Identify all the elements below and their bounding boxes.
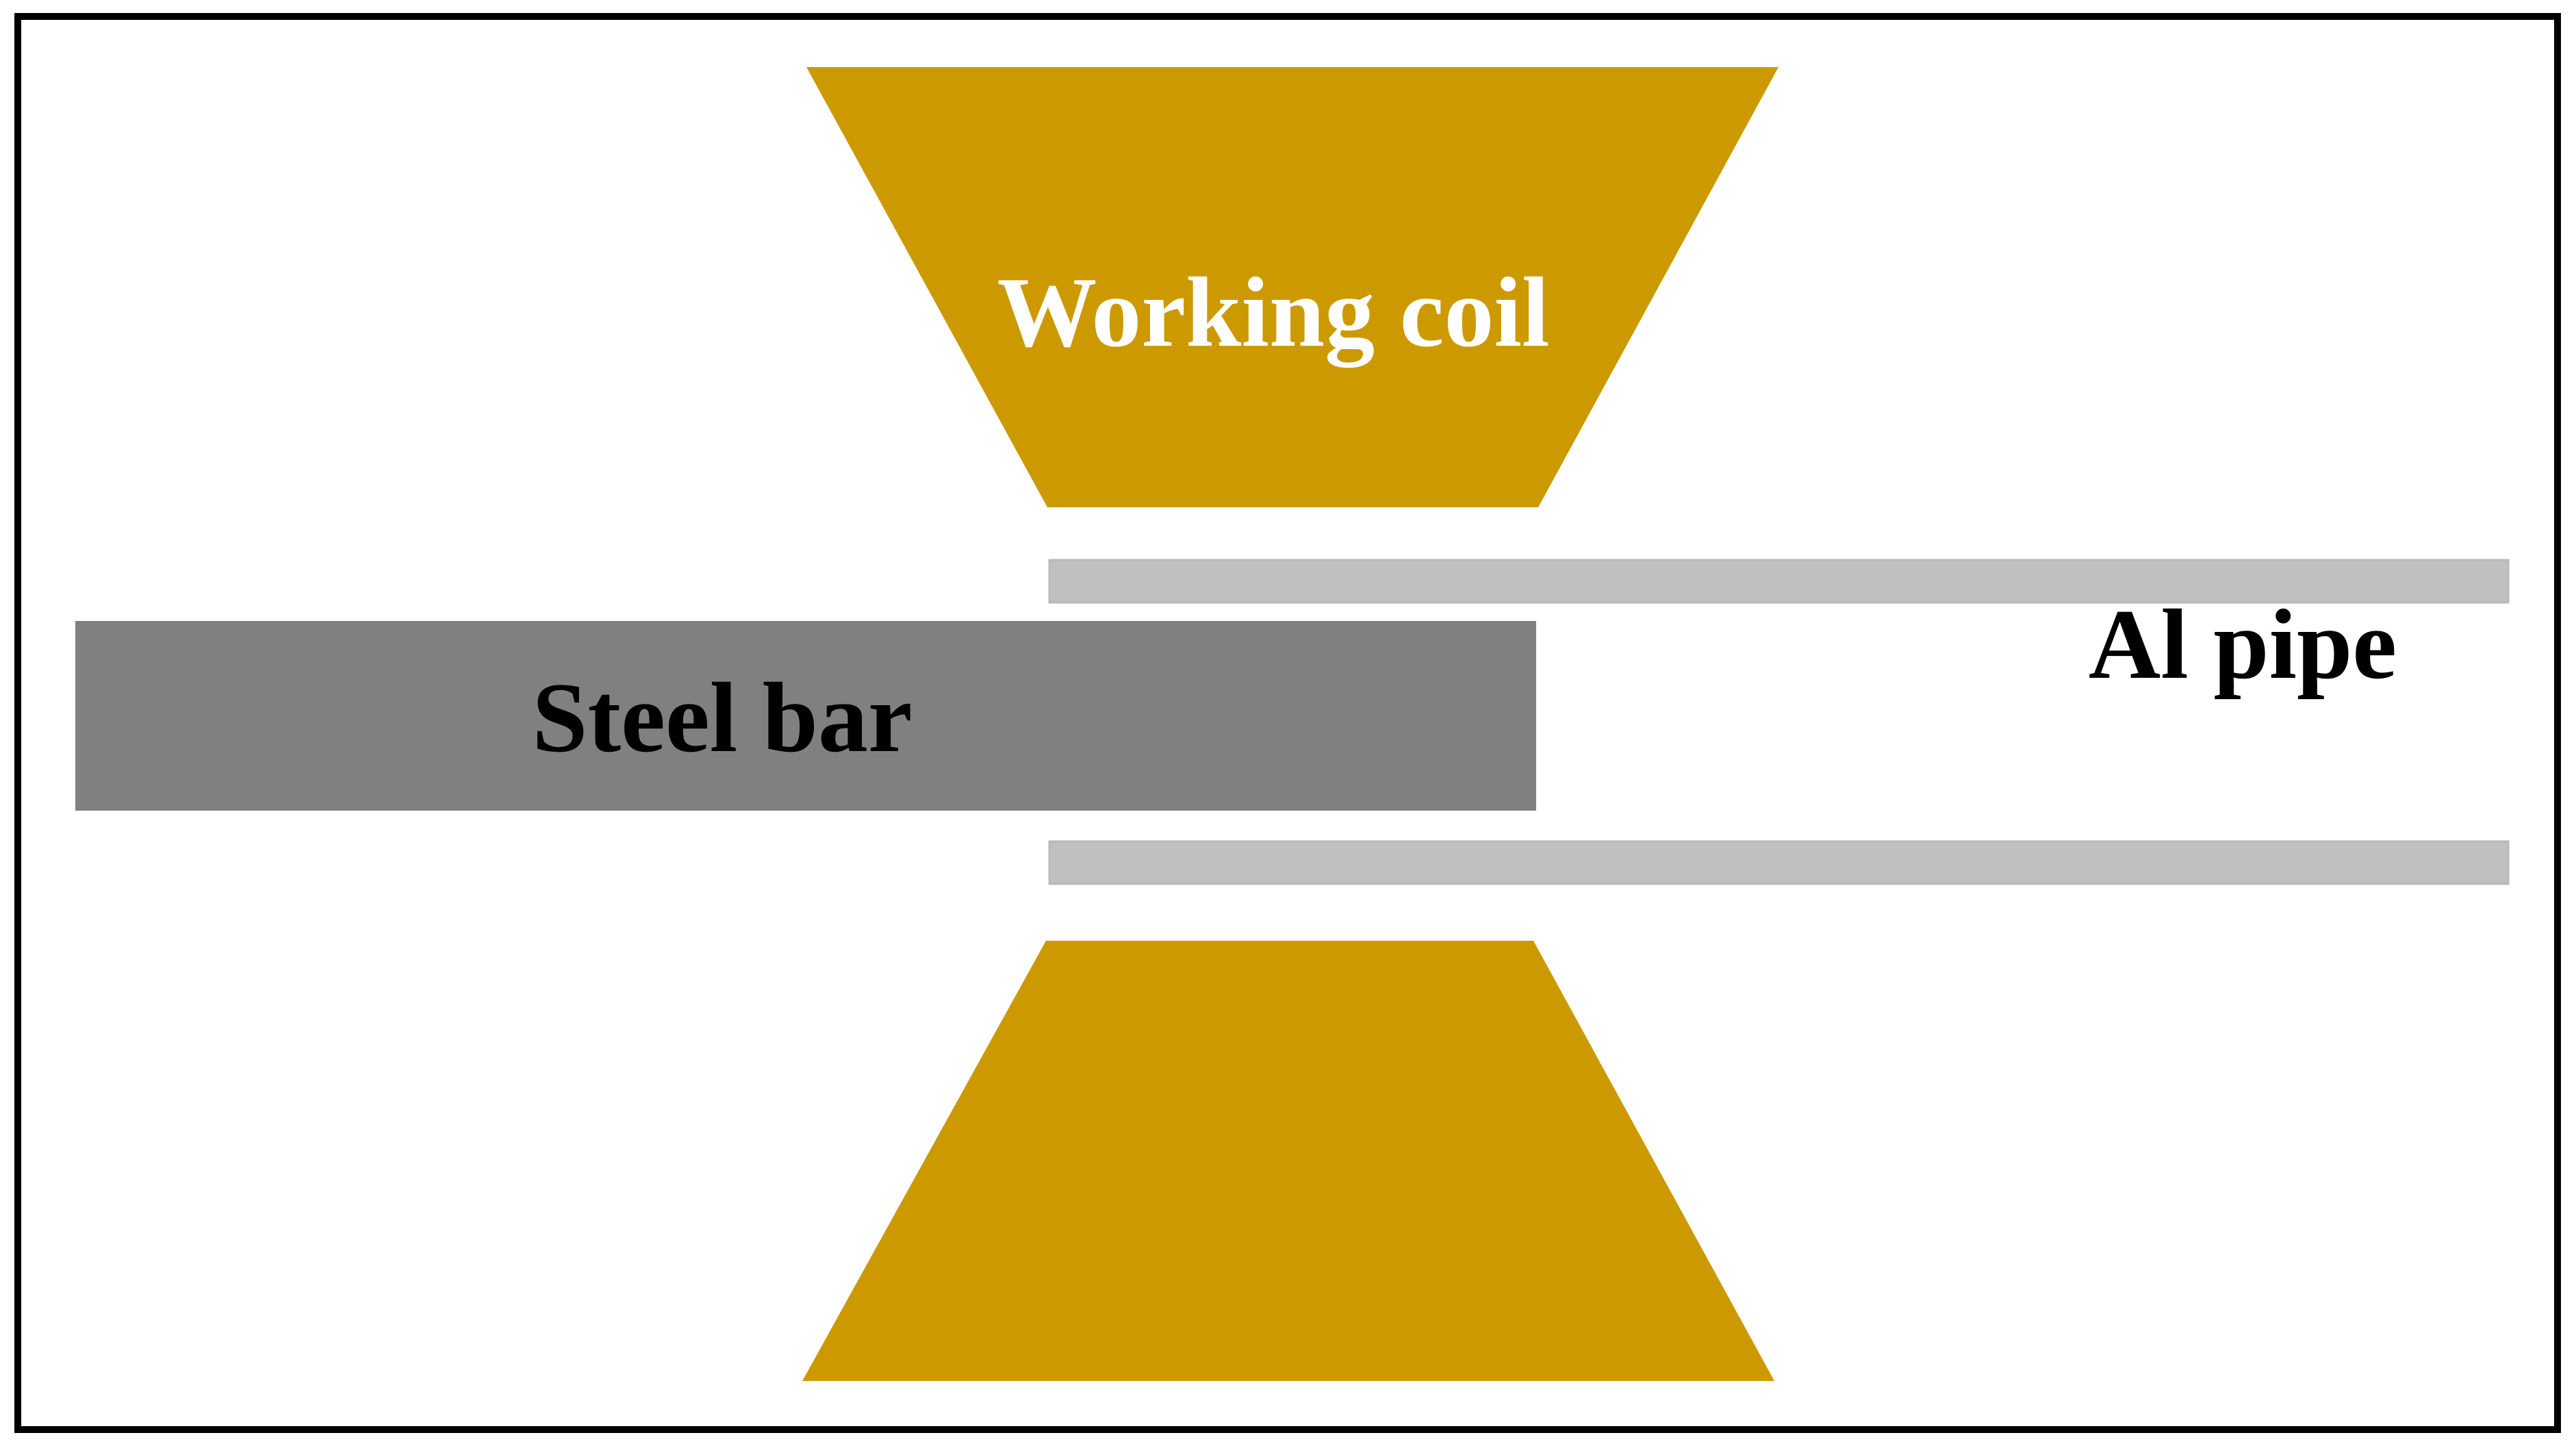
steel-bar-label: Steel bar bbox=[532, 662, 912, 773]
working-coil-label: Working coil bbox=[997, 257, 1549, 368]
working-coil-lower bbox=[802, 941, 1774, 1381]
al-pipe-lower-wall bbox=[1048, 840, 2510, 885]
al-pipe-label: Al pipe bbox=[2089, 589, 2397, 700]
steel-bar bbox=[75, 621, 1536, 811]
working-coil-upper bbox=[806, 67, 1778, 507]
al-pipe-upper-wall bbox=[1048, 559, 2510, 604]
